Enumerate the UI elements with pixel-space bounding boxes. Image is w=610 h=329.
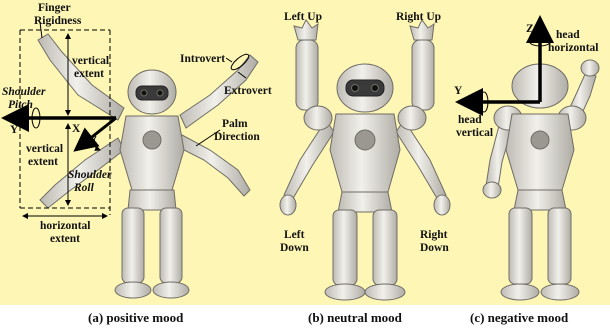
vertical-extent-top-label-1: vertical [72, 55, 109, 67]
introvert-label: Introvert [180, 53, 225, 65]
right-down-label-1: Right [420, 229, 448, 241]
finger-rigidness-label-1: Finger [38, 2, 71, 14]
head-vertical-label-1: head [458, 114, 482, 126]
caption-negative: (c) negative mood [470, 310, 569, 325]
caption-neutral: (b) neutral mood [308, 310, 403, 325]
head-vertical-label-2: vertical [456, 127, 493, 139]
shoulder-roll-label-1: Shoulder [68, 169, 112, 181]
vertical-extent-bottom-label-1: vertical [26, 143, 63, 155]
axis-z-label: Z [526, 23, 534, 35]
palm-direction-label-1: Palm [222, 118, 248, 130]
left-down-label-1: Left [284, 229, 305, 241]
captions: (a) positive mood (b) neutral mood (c) n… [88, 310, 569, 325]
shoulder-pitch-label-2: Pitch [8, 99, 33, 111]
caption-positive: (a) positive mood [88, 310, 184, 325]
axis-y-label: Y [10, 124, 19, 136]
head-horizontal-label-2: horizontal [548, 42, 598, 54]
axis-y-c-label: Y [454, 85, 463, 97]
left-up-label: Left Up [284, 11, 322, 23]
shoulder-pitch-label-1: Shoulder [2, 86, 46, 98]
right-down-label-2: Down [420, 242, 449, 254]
right-up-label: Right Up [396, 11, 441, 23]
horizontal-extent-label-1: horizontal [40, 220, 90, 232]
finger-rigidness-label-2: Rigidness [34, 15, 82, 27]
axis-x-label: X [72, 123, 81, 135]
vertical-extent-top-label-2: extent [74, 68, 104, 80]
head-horizontal-label-1: head [556, 29, 580, 41]
palm-direction-label-2: Direction [214, 131, 260, 143]
vertical-extent-bottom-label-2: extent [28, 156, 58, 168]
extrovert-label: Extrovert [224, 85, 272, 97]
shoulder-roll-label-2: Roll [73, 182, 95, 194]
left-down-label-2: Down [280, 242, 309, 254]
horizontal-extent-label-2: extent [50, 233, 80, 245]
